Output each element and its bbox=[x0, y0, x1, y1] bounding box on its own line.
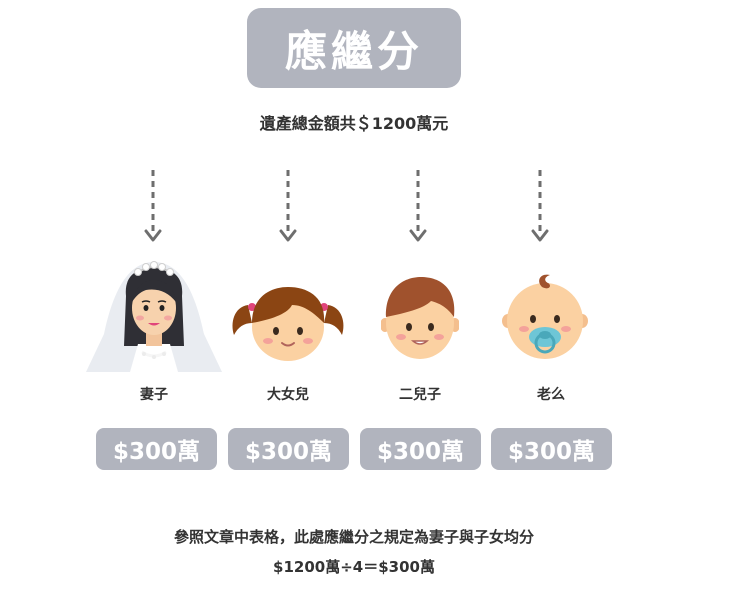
explanation-text: 參照文章中表格，此處應繼分之規定為妻子與子女均分 bbox=[173, 528, 534, 546]
amount-box-wife: $300萬 bbox=[96, 428, 217, 470]
amount-value: $300萬 bbox=[507, 439, 595, 465]
heir-label-eldest-daughter: 大女兒 bbox=[267, 387, 309, 403]
heir-label-youngest: 老么 bbox=[537, 387, 565, 403]
down-arrow-icon bbox=[531, 170, 549, 242]
heir-label-second-son: 二兒子 bbox=[399, 387, 441, 403]
amount-box-second-son: $300萬 bbox=[360, 428, 481, 470]
down-arrow-icon bbox=[409, 170, 427, 242]
amount-value: $300萬 bbox=[244, 439, 332, 465]
down-arrow-icon bbox=[144, 170, 162, 242]
heir-label-wife: 妻子 bbox=[140, 387, 168, 403]
daughter-avatar bbox=[232, 287, 344, 361]
page-title: 應繼分 bbox=[284, 26, 423, 76]
amount-value: $300萬 bbox=[112, 439, 200, 465]
amount-box-eldest-daughter: $300萬 bbox=[228, 428, 349, 470]
bride-avatar bbox=[86, 261, 222, 372]
son-avatar bbox=[381, 277, 459, 359]
title-box: 應繼分 bbox=[247, 8, 461, 88]
amount-box-youngest: $300萬 bbox=[491, 428, 612, 470]
down-arrow-icon bbox=[279, 170, 297, 242]
calculation-text: $1200萬÷4＝$300萬 bbox=[273, 558, 435, 576]
baby-avatar bbox=[502, 274, 588, 359]
amount-value: $300萬 bbox=[376, 439, 464, 465]
estate-total-text: 遺產總金額共＄1200萬元 bbox=[259, 114, 449, 133]
